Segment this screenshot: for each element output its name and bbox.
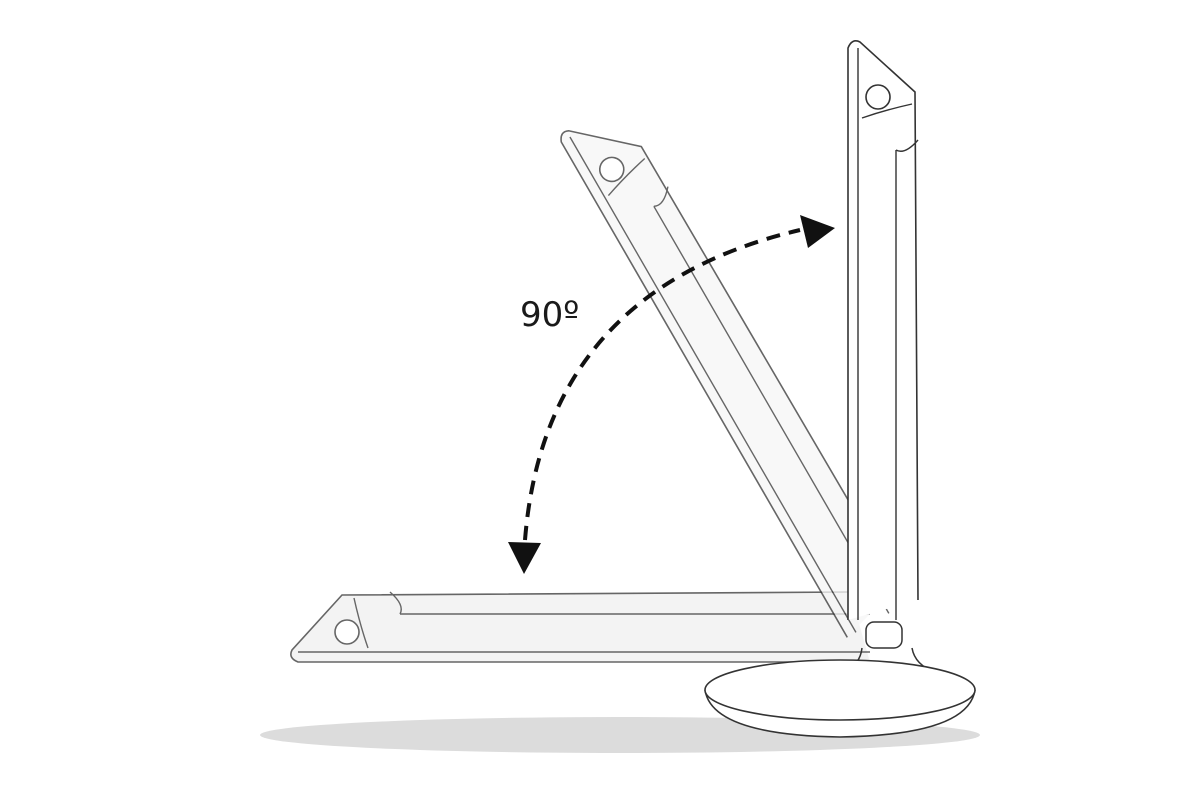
arrowhead-up-icon — [800, 215, 835, 248]
angle-label: 90º — [520, 295, 580, 335]
rotation-arrow — [508, 215, 835, 574]
lamp-base — [704, 659, 976, 738]
arrowhead-down-icon — [508, 542, 541, 574]
lamp-arm-vertical — [847, 40, 919, 621]
lamp-arm-horizontal — [290, 591, 871, 663]
